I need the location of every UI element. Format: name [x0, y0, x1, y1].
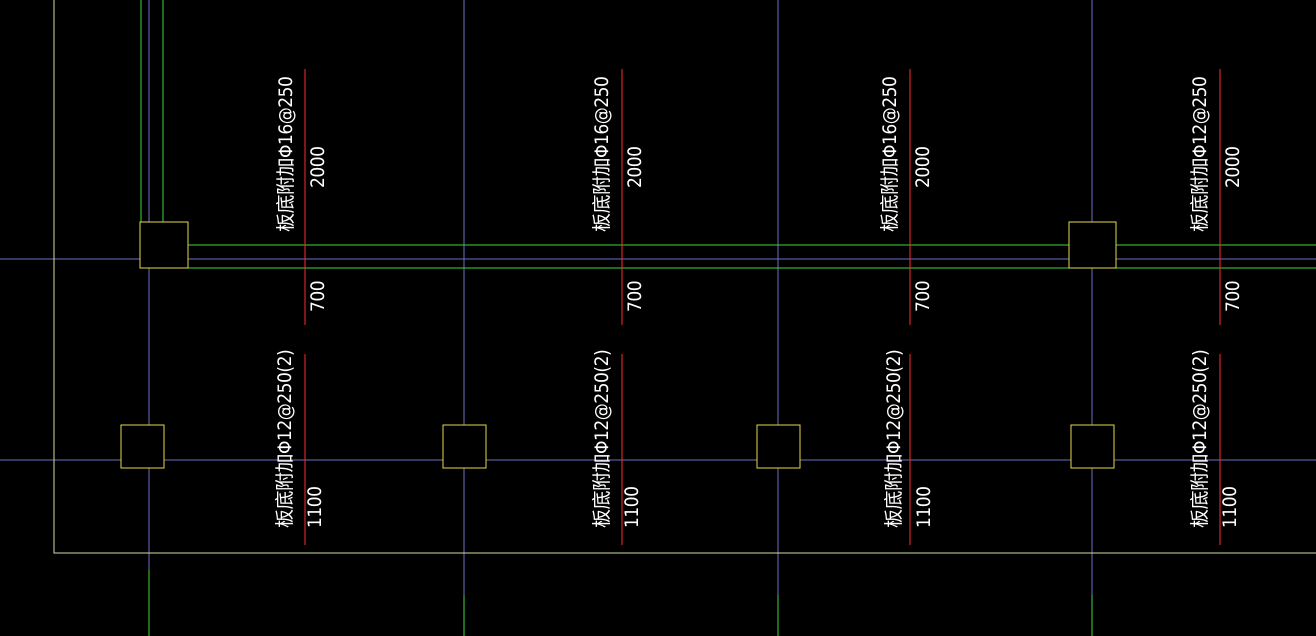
- rebar-bottom-4-length: 1100: [1219, 486, 1241, 529]
- rebar-top-3-length-top: 2000: [912, 146, 934, 189]
- rebar-bottom-3-length: 1100: [913, 486, 935, 529]
- columns: [120, 221, 1117, 469]
- rebar-top-3-label: 板底附加Φ16@250: [879, 76, 901, 232]
- rebar-top-1-length-top: 2000: [307, 146, 329, 189]
- slab-boundary: [53, 0, 1316, 554]
- rebar-top-2-label: 板底附加Φ16@250: [591, 76, 613, 232]
- rebar-bottom-3-label: 板底附加Φ12@250(2): [883, 349, 905, 528]
- column-bottom-3[interactable]: [756, 424, 801, 469]
- column-top-4[interactable]: [1068, 221, 1117, 269]
- rebar-bottom-2-length: 1100: [621, 486, 643, 529]
- rebar-top-4-length-bottom: 700: [1222, 280, 1244, 312]
- rebar-bottom-1-label: 板底附加Φ12@250(2): [274, 349, 296, 528]
- rebar-bottom-1-length: 1100: [304, 486, 326, 529]
- slab-edge: [53, 0, 1316, 554]
- column-bottom-1[interactable]: [120, 424, 165, 469]
- rebar-bottom-4-label: 板底附加Φ12@250(2): [1189, 349, 1211, 528]
- rebar-top-2-length-bottom: 700: [624, 280, 646, 312]
- rebar-top-4-label: 板底附加Φ12@250: [1189, 76, 1211, 232]
- column-bottom-2[interactable]: [442, 424, 487, 469]
- rebar-top-2-length-top: 2000: [624, 146, 646, 189]
- rebar-top-4-length-top: 2000: [1222, 146, 1244, 189]
- rebar-top-3-length-bottom: 700: [912, 280, 934, 312]
- column-top-1[interactable]: [139, 221, 189, 269]
- rebar-top-1-length-bottom: 700: [307, 280, 329, 312]
- rebar-bottom-2-label: 板底附加Φ12@250(2): [591, 349, 613, 528]
- column-bottom-4[interactable]: [1070, 424, 1115, 469]
- rebar-top-1-label: 板底附加Φ16@250: [275, 76, 297, 232]
- beams: [140, 0, 1316, 636]
- rebars: [304, 69, 1221, 545]
